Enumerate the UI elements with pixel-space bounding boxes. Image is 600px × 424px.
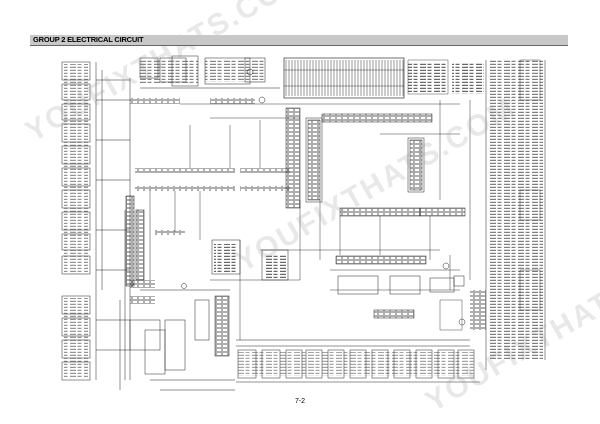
central-controller (285, 107, 466, 217)
left-connector-stacks (125, 195, 145, 287)
right-component-column (439, 59, 546, 370)
mid-horizontal-connectors (130, 98, 290, 304)
section-header-bar: GROUP 2 ELECTRICAL CIRCUIT (30, 35, 568, 46)
left-wiring (96, 78, 131, 390)
top-main-connector (283, 57, 484, 99)
central-wiring (149, 100, 471, 340)
section-title: GROUP 2 ELECTRICAL CIRCUIT (33, 35, 144, 44)
mid-relay-boxes (211, 239, 465, 319)
lamp-symbols (181, 68, 466, 326)
bottom-left-blocks (129, 289, 235, 391)
page-number: 7-2 (294, 398, 306, 405)
